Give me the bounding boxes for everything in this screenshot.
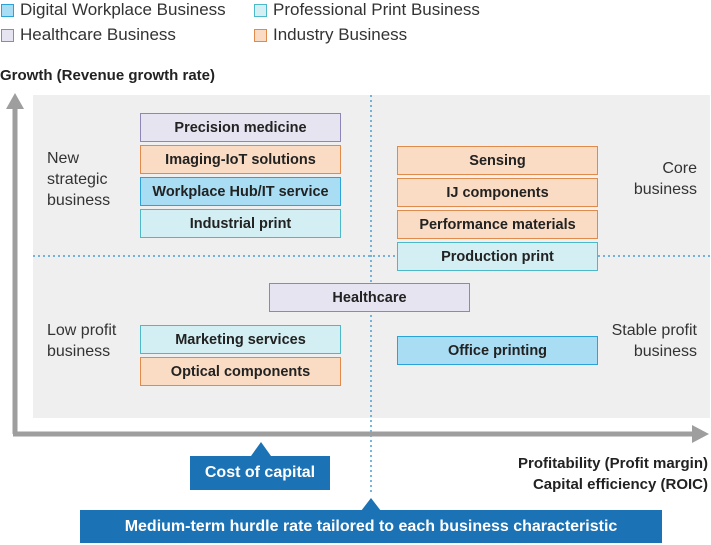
quadrant-label-line: business [633, 343, 697, 360]
legend-label: Professional Print Business [273, 0, 480, 19]
y-axis-title: Growth (Revenue growth rate) [0, 67, 216, 84]
business-optical-components: Optical components [140, 357, 341, 386]
business-production-print: Production print [397, 242, 598, 271]
legend-professional-print: Professional Print Business [254, 0, 480, 20]
quadrant-label-line: strategic [47, 171, 108, 188]
quadrant-label-line: business [47, 192, 111, 209]
business-marketing-services: Marketing services [140, 325, 341, 354]
hurdle-rate-pointer-icon [361, 498, 381, 511]
quadrant-label-line: New [47, 150, 80, 167]
business-workplace-hub: Workplace Hub/IT service [140, 177, 341, 206]
quadrant-label-line: Core [662, 160, 697, 177]
legend-swatch-print [254, 3, 267, 17]
quadrant-label-stable-profit: Stable profit business [612, 320, 697, 362]
quadrant-label-low-profit: Low profit business [47, 320, 116, 362]
quadrant-label-line: Low profit [47, 322, 117, 339]
quadrant-label-line: Stable profit [611, 322, 697, 339]
hurdle-rate-callout: Medium-term hurdle rate tailored to each… [80, 510, 662, 543]
legend-label: Digital Workplace Business [20, 0, 226, 19]
legend-label: Healthcare Business [20, 25, 176, 44]
quadrant-label-line: business [47, 343, 111, 360]
legend-swatch-healthcare [1, 28, 14, 42]
x-axis-arrow-icon [692, 425, 709, 443]
legend-label: Industry Business [273, 25, 408, 44]
x-axis-title-line2: Capital efficiency (ROIC) [532, 476, 708, 493]
legend-industry: Industry Business [254, 25, 407, 45]
y-axis-arrow-icon [6, 93, 24, 109]
quadrant-label-new-strategic: New strategic business [47, 148, 110, 211]
cost-of-capital-callout: Cost of capital [190, 456, 330, 490]
business-imaging-iot-solutions: Imaging-IoT solutions [140, 145, 341, 174]
business-office-printing: Office printing [397, 336, 598, 365]
x-axis-title-line1: Profitability (Profit margin) [517, 455, 708, 472]
business-healthcare: Healthcare [269, 283, 470, 312]
legend-swatch-industry [254, 28, 267, 42]
business-performance-materials: Performance materials [397, 210, 598, 239]
legend-healthcare: Healthcare Business [1, 25, 176, 45]
business-industrial-print: Industrial print [140, 209, 341, 238]
business-precision-medicine: Precision medicine [140, 113, 341, 142]
quadrant-label-core: Core business [634, 158, 697, 200]
business-ij-components: IJ components [397, 178, 598, 207]
business-sensing: Sensing [397, 146, 598, 175]
quadrant-label-line: business [633, 181, 697, 198]
legend-swatch-digital [1, 3, 14, 17]
cost-of-capital-pointer-icon [251, 442, 271, 456]
legend-digital-workplace: Digital Workplace Business [1, 0, 226, 20]
x-axis-title: Profitability (Profit margin) Capital ef… [518, 453, 708, 495]
